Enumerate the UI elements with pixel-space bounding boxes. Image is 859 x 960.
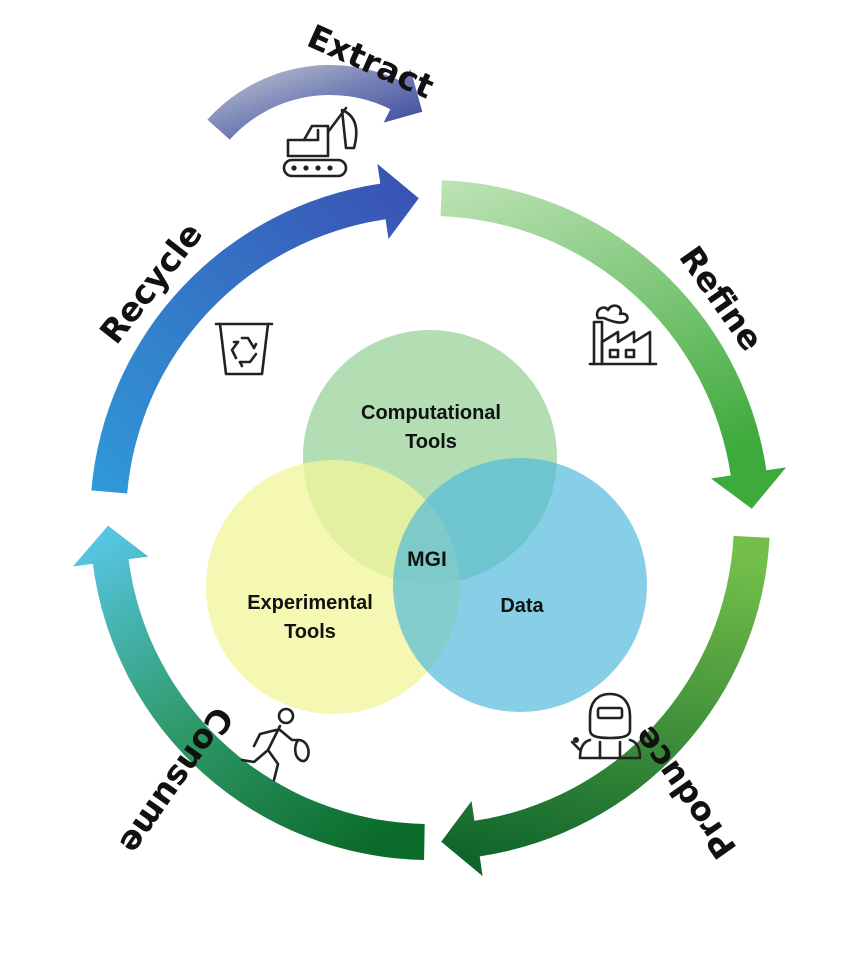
- arrow-produce: [441, 535, 770, 877]
- venn-diagram: Computational Tools Experimental Tools D…: [206, 330, 647, 714]
- computational-tools-label-line2: Tools: [405, 431, 457, 453]
- arrow-extract: [207, 65, 423, 140]
- welder-icon: [570, 692, 642, 760]
- experimental-tools-label-line1: Experimental: [247, 592, 373, 614]
- running-person-icon: [240, 707, 310, 782]
- factory-icon: [588, 304, 658, 366]
- experimental-tools-circle: [206, 460, 460, 714]
- data-circle: [393, 458, 647, 712]
- arrow-recycle: [91, 163, 419, 494]
- computational-tools-label-line1: Computational: [361, 402, 501, 424]
- cycle-arrows: [73, 65, 787, 877]
- excavator-icon: [282, 106, 358, 178]
- data-label: Data: [500, 595, 544, 617]
- recycle-bin-icon: [214, 322, 274, 376]
- mgi-label: MGI: [407, 548, 447, 571]
- arrow-consume: [73, 525, 425, 860]
- experimental-tools-label-line2: Tools: [284, 621, 336, 643]
- arrow-refine: [440, 180, 787, 509]
